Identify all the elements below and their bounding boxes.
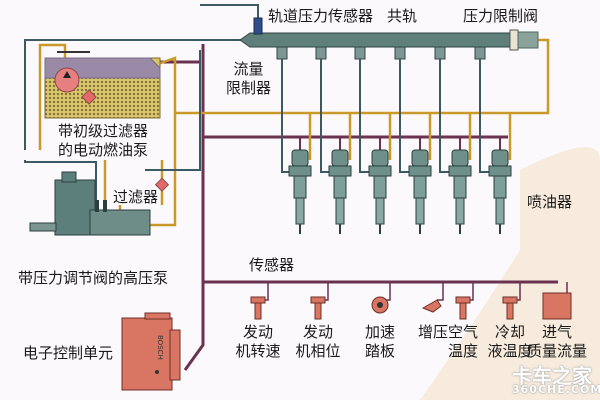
sensor-label-line2: 机转速: [235, 342, 281, 360]
sensor-icon: [542, 282, 572, 320]
sensor-label: 增压: [401, 323, 465, 342]
hp-line-top-left: [24, 39, 245, 150]
signal-line-ecu-trunk: [183, 44, 205, 371]
label-tank-pump-line2: 的电动燃油泵: [58, 141, 149, 159]
rail-pressure-sensor-part: [253, 17, 263, 35]
injector: [354, 46, 392, 234]
sensor-label-line2: 温度: [447, 342, 478, 360]
sensor-label-line1: 发动: [302, 323, 333, 341]
label-tank-pump: 带初级过滤器 的电动燃油泵: [58, 122, 148, 160]
sensor-icon: [502, 282, 521, 320]
sensor-label: 空气温度: [431, 323, 495, 361]
hp-line-sensor-wire: [200, 4, 259, 22]
label-pressure-limit-valve: 压力限制阀: [463, 7, 539, 25]
sensor-label-line2: 质量流量: [526, 342, 587, 360]
sensor-label: 进气质量流量: [525, 323, 589, 361]
sensor-label-line2: 踏板: [364, 342, 395, 360]
sensor-label: 发动机转速: [226, 323, 290, 361]
sensor-icon: [250, 282, 269, 320]
sensor-label-line2: 液温度: [487, 342, 533, 360]
injectors: [276, 46, 512, 234]
sensor-label-line1: 增压: [417, 323, 448, 341]
sensor-label-line1: 发动: [242, 323, 273, 341]
label-injectors: 喷油器: [527, 193, 573, 211]
sensor-label: 发动机相位: [286, 323, 350, 361]
fuel-tank: [44, 51, 161, 119]
sensor-label-line1: 冷却: [494, 323, 525, 341]
label-flow-limiter-line1: 流量: [233, 60, 264, 78]
common-rail: [239, 17, 539, 51]
sensor-label-line1: 加速: [364, 323, 395, 341]
filter-part: [154, 177, 170, 192]
injector: [474, 46, 512, 234]
hp-line-pump-left: [24, 160, 97, 200]
injector: [434, 46, 472, 234]
pressure-limit-valve-part: [509, 29, 519, 51]
injector: [394, 46, 432, 234]
watermark-url: 360CHE.COM: [512, 383, 600, 396]
injector: [315, 46, 352, 234]
sensor-label: 加速踏板: [348, 323, 412, 361]
return-line-rail: [175, 38, 550, 115]
label-flow-limiter-line2: 限制器: [226, 79, 272, 97]
injector: [276, 46, 312, 234]
label-tank-pump-line1: 带初级过滤器: [58, 122, 149, 140]
sensor-icons: [250, 282, 572, 320]
label-high-pressure-pump: 带压力调节阀的高压泵: [18, 269, 169, 287]
high-pressure-lines: [24, 4, 259, 200]
sensor-icon: [455, 282, 474, 320]
background-map-shape: [420, 147, 600, 400]
sensor-label-line2: 机相位: [295, 342, 341, 360]
electric-fuel-pump-part: [54, 67, 80, 93]
hp-line-pump-right: [145, 50, 201, 171]
high-pressure-pump-part: [29, 171, 151, 236]
sensor-icon: [371, 282, 391, 314]
sensor-label-line1: 空气: [447, 323, 478, 341]
watermark-brand: 卡车之家: [512, 364, 592, 388]
label-flow-limiter: 流量 限制器: [226, 60, 271, 98]
sensor-icon: [421, 282, 444, 313]
label-sensors: 传感器: [249, 256, 295, 274]
label-common-rail: 共轨: [387, 7, 418, 25]
label-rail-pressure-sensor: 轨道压力传感器: [268, 7, 374, 25]
ecu-part: [121, 312, 181, 391]
ecu-brand-label: BOSCH: [156, 335, 164, 360]
sensor-label: 冷却液温度: [478, 323, 542, 361]
sensor-label-line1: 进气: [541, 323, 572, 341]
sensor-icon: [310, 282, 329, 320]
label-filter: 过滤器: [113, 188, 159, 206]
primary-filter-part: [81, 89, 97, 105]
label-ecu: 电子控制单元: [23, 344, 114, 362]
